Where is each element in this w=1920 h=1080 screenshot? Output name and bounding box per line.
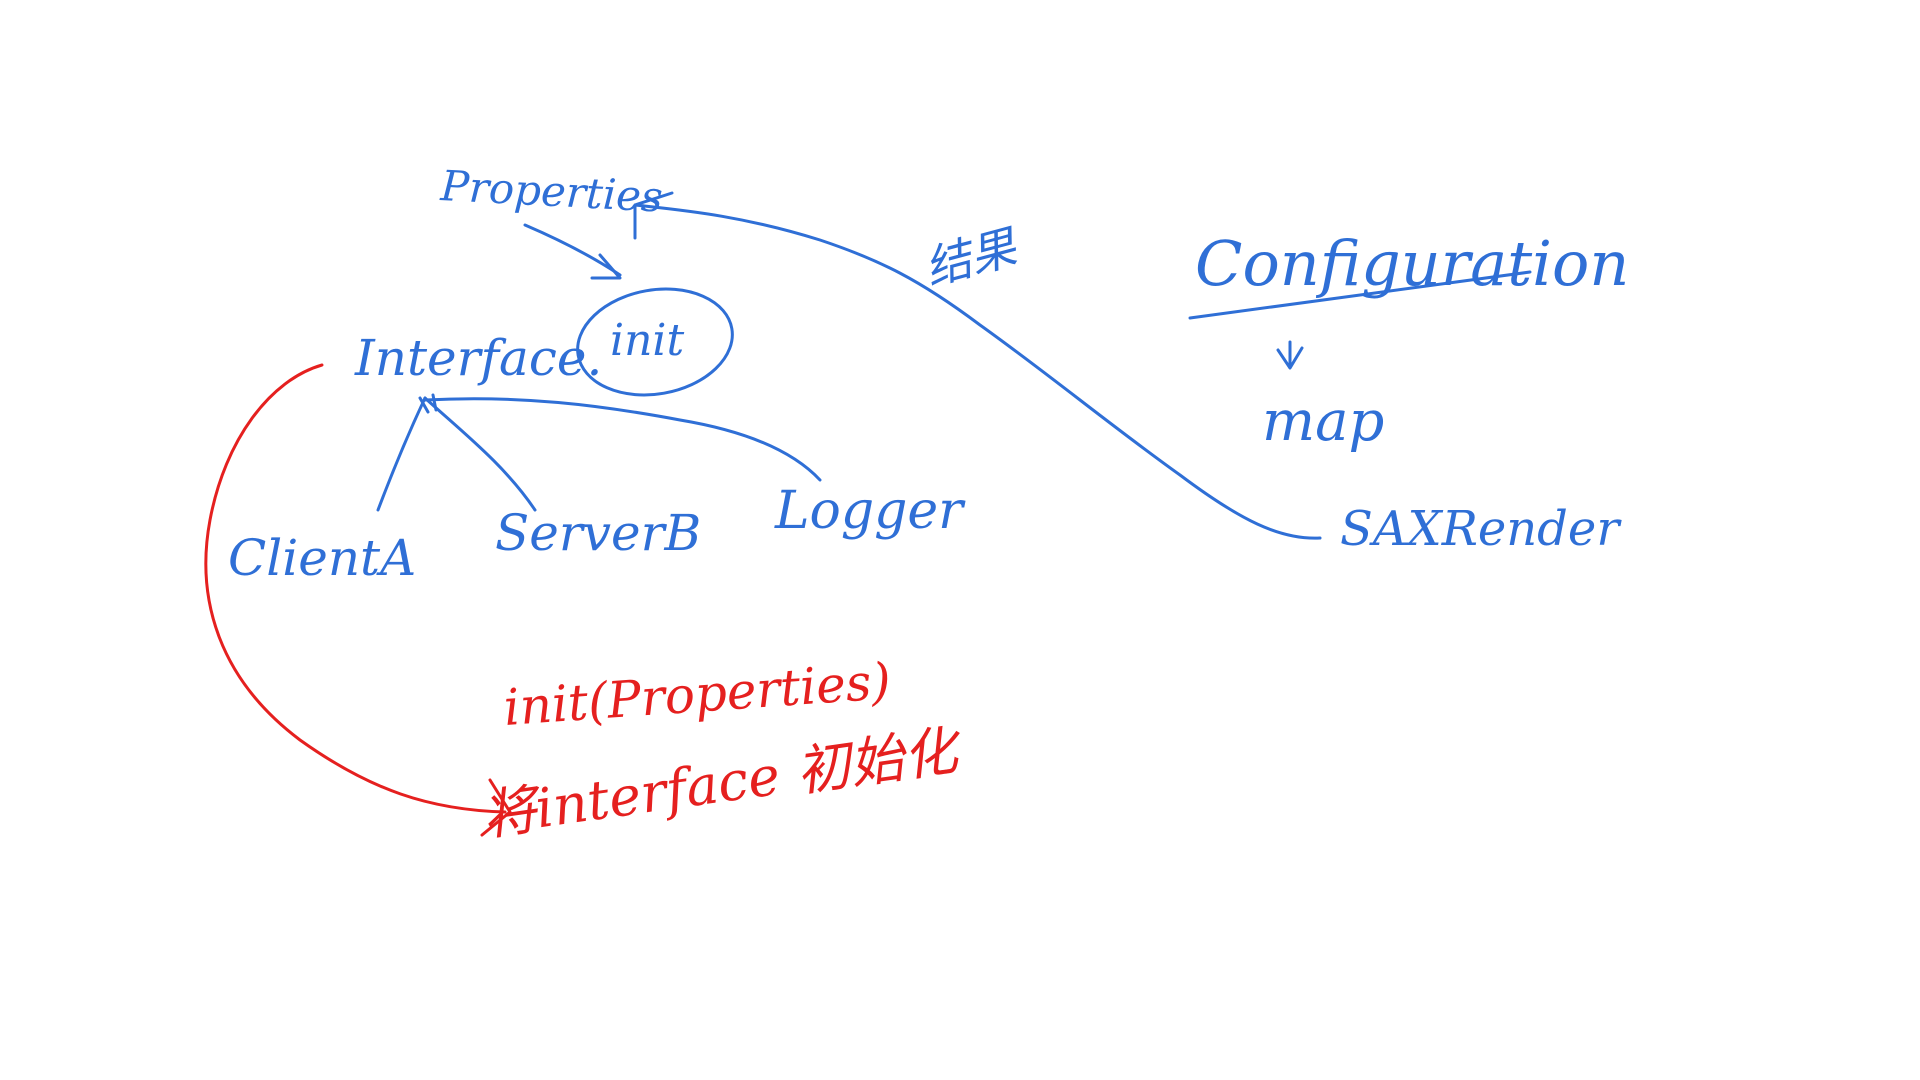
- properties-to-init-arrow: [523, 223, 622, 277]
- interface-to-init-note-arrowhead: [480, 778, 512, 837]
- configuration-underline: [1188, 270, 1532, 320]
- interface-label: Interface.: [354, 329, 602, 387]
- saxrender-to-properties-arrowhead: [633, 191, 674, 240]
- interface-to-init-note-curve: [204, 363, 507, 814]
- interface-to-client-line: [376, 396, 427, 512]
- interface-to-logger-line: [423, 397, 822, 482]
- init-interface-note-label: 将interface 初始化: [478, 718, 967, 848]
- properties-label: Properties: [438, 161, 663, 222]
- interface-to-client-arrowhead: [418, 393, 438, 414]
- init-properties-label: init(Properties): [502, 652, 893, 737]
- configuration-to-map-arrowhead: [1276, 346, 1304, 370]
- server-b-label: ServerB: [495, 504, 701, 562]
- render-result-label: 结果: [919, 219, 1025, 296]
- properties-to-init-arrowhead: [590, 253, 622, 280]
- sax-render-label: SAXRender: [1340, 501, 1622, 557]
- init-circled-label: init: [610, 315, 684, 366]
- map-label: map: [1262, 389, 1384, 454]
- interface-to-server-line: [423, 396, 537, 512]
- client-a-label: ClientA: [228, 529, 416, 587]
- logger-label: Logger: [774, 481, 966, 541]
- init-circle: [576, 287, 734, 397]
- saxrender-to-properties-curve: [633, 203, 1322, 540]
